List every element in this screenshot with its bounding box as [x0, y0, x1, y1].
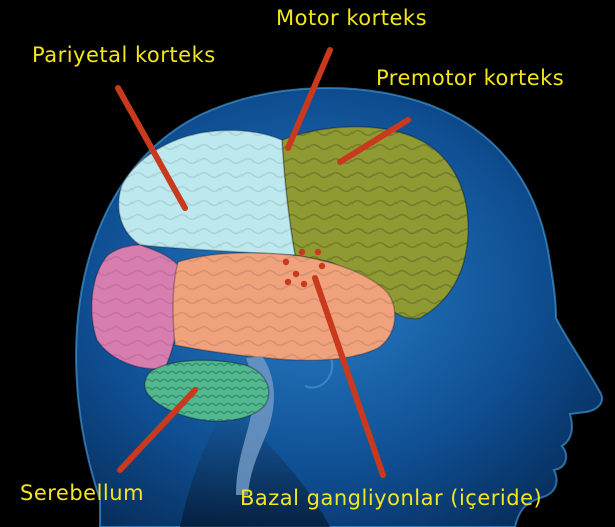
label-motor-cortex: Motor korteks [276, 6, 427, 30]
label-basal-ganglia: Bazal gangliyonlar (içeride) [240, 486, 542, 510]
label-premotor-cortex: Premotor korteks [376, 66, 564, 90]
label-parietal-cortex: Pariyetal korteks [32, 43, 216, 67]
label-cerebellum: Serebellum [20, 481, 144, 505]
